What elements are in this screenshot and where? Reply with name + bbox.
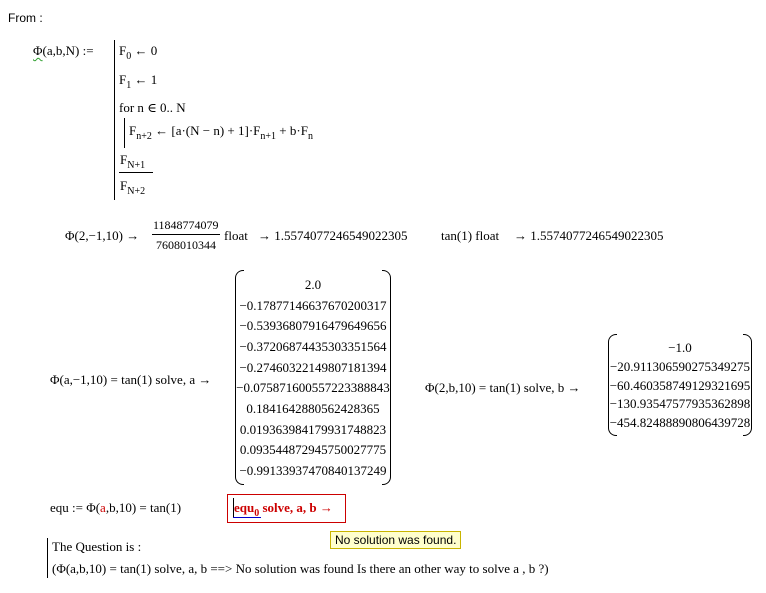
eval-phi-fraction-line bbox=[152, 234, 220, 235]
f1-rhs: ← 1 bbox=[134, 72, 158, 87]
equ-a-var: a bbox=[100, 500, 106, 515]
from-label: From : bbox=[8, 11, 43, 25]
equ-solve-expression[interactable]: equ0 solve, a, b → bbox=[234, 500, 333, 519]
program-for-line[interactable]: for n ∈ 0.. N bbox=[119, 100, 186, 115]
equ-solve-sub: 0 bbox=[254, 508, 260, 519]
f0-sub: 0 bbox=[126, 51, 132, 62]
solve-a-value-3: −0.37206874435303351564 bbox=[239, 338, 387, 354]
edit-cursor-underline bbox=[233, 517, 261, 518]
phi-symbol: Φ bbox=[33, 43, 43, 58]
question-bracket bbox=[47, 538, 48, 578]
left-paren bbox=[235, 270, 244, 485]
solve-a-value-0: 2.0 bbox=[304, 276, 322, 292]
eval-tan-lhs[interactable]: tan(1) float bbox=[441, 228, 500, 243]
solve-b-result-vector: −1.0 −20.911306590275349275 −60.4603587491… bbox=[608, 334, 752, 436]
rec-rhs2: + b·F bbox=[276, 123, 308, 138]
solve-b-value-1: −20.911306590275349275 bbox=[609, 358, 751, 374]
eval-phi-denominator: 7608010344 bbox=[156, 238, 216, 252]
for-loop-bracket bbox=[124, 118, 125, 148]
program-recurrence-line[interactable]: Fn+2 ← [a·(N − n) + 1]·Fn+1 + b·Fn bbox=[129, 123, 313, 142]
f1-sub: 1 bbox=[126, 80, 132, 91]
solve-b-value-0: −1.0 bbox=[668, 339, 692, 355]
solve-a-value-7: 0.019363984179931748823 bbox=[239, 421, 387, 437]
phi-params: (a,b,N) := bbox=[42, 43, 94, 58]
equ-solve-rest: solve, a, b → bbox=[259, 500, 333, 515]
solve-b-value-4: −454.82488890806439728 bbox=[609, 415, 751, 431]
eval-phi-float-keyword: float bbox=[224, 228, 248, 243]
equ-definition[interactable]: equ := Φ(a,b,10) = tan(1) bbox=[50, 500, 181, 516]
program-bracket bbox=[114, 40, 115, 200]
return-fraction-line bbox=[119, 172, 153, 173]
equ-rest: ,b,10) = tan(1) bbox=[105, 500, 182, 515]
solve-a-lhs[interactable]: Φ(a,−1,10) = tan(1) solve, a → bbox=[50, 372, 212, 387]
return-numerator: FN+1 bbox=[120, 152, 146, 171]
f1-var: F bbox=[119, 72, 127, 87]
return-denominator: FN+2 bbox=[120, 178, 146, 197]
solve-a-value-1: −0.17877146637670200317 bbox=[239, 297, 387, 313]
edit-cursor bbox=[233, 498, 234, 517]
eval-phi-lhs[interactable]: Φ(2,−1,10) → bbox=[65, 228, 140, 243]
no-solution-tooltip: No solution was found. bbox=[330, 531, 462, 549]
solve-a-value-5: −0.075871600557223388843 bbox=[236, 380, 390, 396]
rec-sub: n+2 bbox=[136, 131, 152, 142]
solve-a-value-4: −0.27460322149807181394 bbox=[239, 359, 387, 375]
question-title: The Question is : bbox=[52, 539, 142, 554]
solve-a-result-vector: 2.0 −0.17877146637670200317 −0.53936807916… bbox=[235, 270, 391, 485]
solve-b-value-3: −130.93547577935362898 bbox=[609, 396, 751, 412]
phi-definition-lhs[interactable]: Φ(a,b,N) := bbox=[33, 43, 94, 59]
rec-sub2: n+1 bbox=[260, 131, 277, 142]
solve-a-value-8: 0.093544872945750027775 bbox=[239, 442, 387, 458]
equ-lhs: equ := Φ( bbox=[50, 500, 101, 515]
solve-a-value-9: −0.99133937470840137249 bbox=[239, 463, 387, 479]
eval-tan-result: → 1.5574077246549022305 bbox=[514, 228, 664, 243]
solve-a-value-6: 0.1841642880562428365 bbox=[246, 401, 380, 417]
solve-b-lhs[interactable]: Φ(2,b,10) = tan(1) solve, b → bbox=[425, 380, 581, 395]
solve-b-value-2: −60.460358749129321695 bbox=[609, 377, 751, 393]
question-body: (Φ(a,b,10) = tan(1) solve, a, b ==> No s… bbox=[52, 561, 549, 576]
left-paren bbox=[608, 334, 617, 436]
f0-rhs: ← 0 bbox=[134, 43, 158, 58]
program-line-f0[interactable]: F0 ← 0 bbox=[119, 43, 157, 62]
program-line-f1[interactable]: F1 ← 1 bbox=[119, 72, 157, 91]
rec-sub3: n bbox=[307, 131, 313, 142]
solve-error-region[interactable] bbox=[227, 494, 346, 523]
rec-var: F bbox=[129, 123, 137, 138]
f0-var: F bbox=[119, 43, 127, 58]
eval-phi-result: → 1.5574077246549022305 bbox=[258, 228, 408, 243]
rec-rhs: ← [a·(N − n) + 1]·F bbox=[155, 123, 261, 138]
equ-solve-var: equ bbox=[234, 500, 255, 515]
solve-a-value-2: −0.53936807916479649656 bbox=[239, 318, 387, 334]
eval-phi-numerator: 11848774079 bbox=[153, 218, 219, 232]
